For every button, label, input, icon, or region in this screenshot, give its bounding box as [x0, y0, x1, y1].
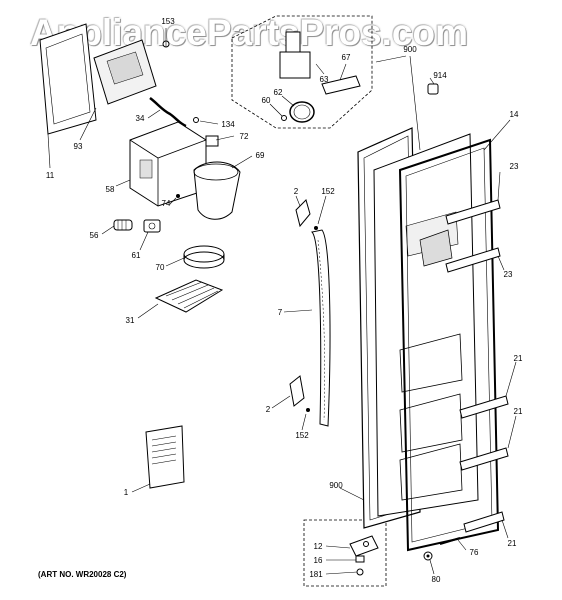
- callout-12: 12: [314, 542, 323, 551]
- callout-80: 80: [432, 575, 441, 584]
- handle-cap-top-part-2: [295, 199, 311, 228]
- callout-34: 34: [136, 114, 145, 123]
- callout-900-top: 900: [403, 45, 417, 54]
- shelf-bar-part-23-upper: [445, 199, 501, 225]
- shelf-bar-part-21-lower: [463, 511, 505, 533]
- callout-181: 181: [309, 570, 323, 579]
- shelf-bar-part-21-upper: [459, 395, 509, 419]
- gasket-ring-part-62: [289, 101, 315, 123]
- actuator-part-61: [143, 219, 161, 233]
- callout-31: 31: [126, 316, 135, 325]
- bushing-part-16: [355, 555, 365, 563]
- wire-harness-part-34: [149, 97, 187, 128]
- actuator-part-56: [113, 219, 133, 231]
- screw-part-181: [356, 568, 364, 576]
- shelf-bar-part-23-lower: [445, 247, 501, 273]
- screw-bottom-part-152: [306, 408, 310, 412]
- callout-16: 16: [314, 556, 323, 565]
- callout-21-middle: 21: [514, 407, 523, 416]
- callout-1: 1: [124, 488, 129, 497]
- hinge-pin-part-80: [423, 551, 433, 561]
- callout-74: 74: [162, 199, 171, 208]
- callout-153: 153: [161, 17, 175, 26]
- watermark: AppliancePartsPros.com: [30, 12, 468, 53]
- screw-part-74: [176, 194, 180, 198]
- callout-2-bottom: 2: [266, 405, 271, 414]
- callout-11: 11: [46, 171, 55, 180]
- callout-62: 62: [274, 88, 283, 97]
- ice-chute-part-69: [193, 161, 241, 220]
- callout-900-bottom: 900: [329, 481, 343, 490]
- dispenser-cover-part-11: [39, 23, 97, 135]
- bracket-part-67: [321, 75, 361, 95]
- callout-134: 134: [221, 120, 235, 129]
- callout-70: 70: [156, 263, 165, 272]
- hinge-bracket-part-12: [349, 535, 379, 557]
- drip-tray-grille-part-31: [154, 279, 224, 313]
- callout-7: 7: [278, 308, 283, 317]
- door-handle-part-7: [310, 229, 331, 427]
- callout-69: 69: [256, 151, 265, 160]
- callout-63: 63: [320, 75, 329, 84]
- bezel-ring-part-70: [183, 245, 225, 269]
- cap-part-914: [427, 83, 439, 95]
- callout-152-bottom: 152: [295, 431, 309, 440]
- callout-60: 60: [262, 96, 271, 105]
- handle-cap-bottom-part-2: [289, 375, 305, 407]
- callout-23-lower: 23: [504, 270, 513, 279]
- refrigerator-door-part-900: [357, 127, 479, 529]
- control-board-part-93: [93, 39, 157, 105]
- callout-61: 61: [132, 251, 141, 260]
- callout-14: 14: [510, 110, 519, 119]
- leader-lines: [47, 28, 517, 575]
- screw-top-part-152: [314, 226, 318, 230]
- callout-72: 72: [240, 132, 249, 141]
- callout-21-upper: 21: [514, 354, 523, 363]
- callout-56: 56: [90, 231, 99, 240]
- valve-assembly-group-box: [231, 15, 373, 129]
- screw-part-134: [193, 117, 199, 123]
- art-number: (ART NO. WR20028 C2): [38, 570, 127, 579]
- water-valve-part-63: [279, 31, 311, 79]
- callout-67: 67: [342, 53, 351, 62]
- switch-part-72: [205, 135, 219, 147]
- owners-manual-part-1: [145, 425, 185, 489]
- dispenser-housing-part-58: [129, 121, 207, 207]
- callout-93: 93: [74, 142, 83, 151]
- screw-part-153: [162, 40, 170, 48]
- callout-21-lower: 21: [508, 539, 517, 548]
- hinge-assembly-group-box: [303, 519, 387, 587]
- callout-58: 58: [106, 185, 115, 194]
- closer-part-76: [439, 537, 461, 545]
- callout-23-upper: 23: [510, 162, 519, 171]
- callout-76: 76: [470, 548, 479, 557]
- callout-914: 914: [433, 71, 447, 80]
- shelf-bar-part-21-middle: [459, 447, 509, 471]
- screw-part-60: [281, 115, 287, 121]
- callout-152-top: 152: [321, 187, 335, 196]
- callout-2-top: 2: [294, 187, 299, 196]
